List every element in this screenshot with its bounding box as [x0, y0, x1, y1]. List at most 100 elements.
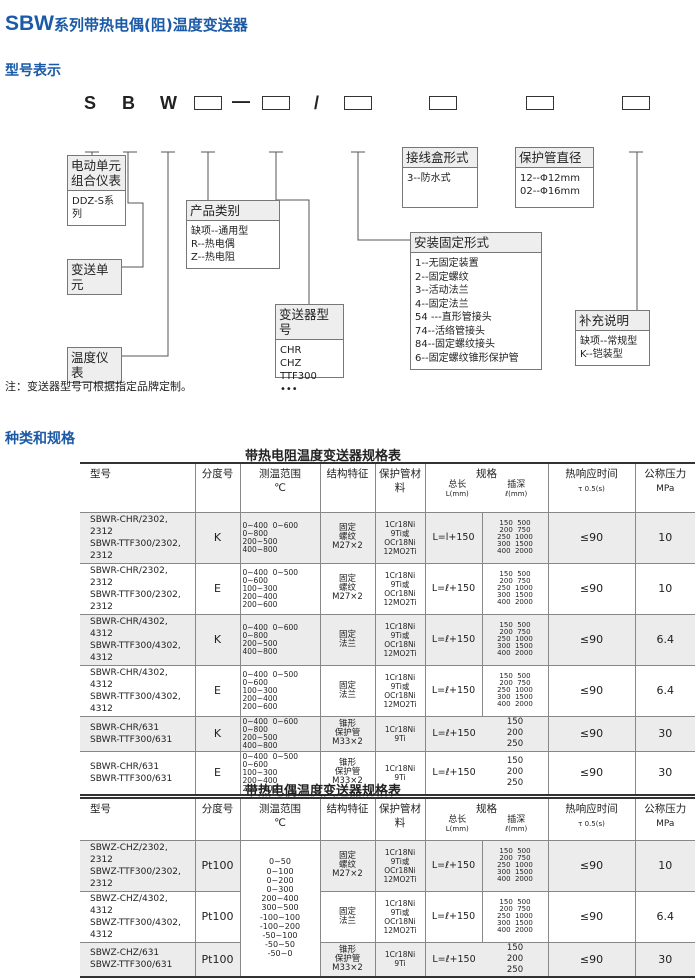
depth-cell: 400 2000	[497, 547, 533, 555]
grad-cell: Pt100	[194, 839, 240, 891]
range-cell: 200~400	[242, 775, 278, 785]
struct-cell: 固定	[338, 629, 356, 640]
range-cell: 100~300	[242, 685, 278, 695]
section-spec-heading: 种类和规格	[5, 431, 75, 447]
code-slot-transmitter	[262, 96, 290, 110]
header-range: 测温范围	[259, 468, 301, 480]
depth-cell: 400 2000	[497, 598, 533, 606]
header-total_unit: L(mm)	[445, 825, 469, 833]
model-cell: SBWZ-TTF300/4302, 4312	[90, 917, 181, 940]
response-cell: ≤90	[547, 890, 635, 942]
tube-cell: OCr18Ni	[384, 588, 416, 598]
range-cell: 200~500	[242, 638, 278, 648]
pressure-cell: 6.4	[634, 613, 695, 665]
tube-cell: 1Cr18Ni	[384, 898, 416, 908]
tube-cell: 1Cr18Ni	[384, 763, 416, 773]
section-model-heading: 型号表示	[5, 63, 61, 79]
struct-cell: 螺纹	[338, 532, 356, 542]
struct-cell: 固定	[338, 680, 356, 691]
box-supplement-header: 补充说明	[576, 311, 649, 331]
list-item: TTF300	[280, 371, 317, 382]
range-cell: 200~600	[242, 783, 278, 793]
tube-cell: 12MO2Ti	[383, 874, 417, 884]
depth-cell: 200 750	[499, 905, 531, 913]
depth-cell: 300 1500	[497, 642, 533, 650]
depth-cell: 300 1500	[497, 919, 533, 927]
length-cell: L=l+150	[424, 511, 482, 563]
depth-cell: 300 1500	[497, 693, 533, 701]
list-item: Z--热电阻	[191, 252, 235, 263]
tube-cell: 1Cr18Ni	[384, 950, 416, 959]
model-cell: SBWR-TTF300/4302, 4312	[90, 640, 181, 663]
model-cell: SBWZ-TTF300/631	[90, 960, 173, 970]
list-item: •••	[280, 384, 298, 395]
pressure-cell: 10	[634, 562, 695, 614]
depth-cell: 400 2000	[497, 700, 533, 708]
header-resp_unit: τ 0.5(s)	[578, 820, 605, 828]
model-cell: SBWZ-TTF300/2302, 2312	[90, 866, 181, 889]
header-range: 测温范围	[259, 803, 301, 815]
range-cell: 200~600	[242, 599, 278, 609]
model-cell: SBWR-TTF300/2302, 2312	[90, 589, 181, 612]
code-slot-junction	[429, 96, 457, 110]
list-item: 缺项--常规型	[580, 336, 638, 347]
grad-cell: K	[194, 613, 240, 665]
depth-cell: 150 500	[499, 672, 531, 680]
model-cell: SBWR-CHR/2302, 2312	[90, 514, 168, 537]
header-press_unit: MPa	[656, 819, 675, 829]
struct-cell: 固定	[338, 523, 356, 533]
range-cell: 400~800	[242, 740, 278, 750]
range-cell: 0~50	[269, 857, 291, 867]
depth-cell: 400 2000	[497, 649, 533, 657]
depth-cell: 200 750	[499, 628, 531, 636]
depth-cell: 150 500	[499, 847, 531, 855]
depth-cell: 150 500	[499, 570, 531, 578]
tube-cell: 9Ti	[394, 733, 406, 743]
response-cell: ≤90	[547, 613, 635, 665]
header-total: 总长	[448, 480, 467, 490]
struct-cell: 固定	[338, 574, 356, 584]
page-title: SBW系列带热电偶(阻)温度变送器	[5, 12, 248, 35]
length-cell: L=ℓ+150	[424, 562, 482, 614]
table1-title: 带热电阻温度变送器规格表	[245, 449, 402, 464]
depth-cell: 150 500	[499, 898, 531, 906]
struct-cell: 螺纹	[338, 860, 356, 870]
pressure-cell: 30	[634, 715, 695, 751]
depth-cell: 300 1500	[497, 540, 533, 548]
code-dash: —	[232, 91, 250, 111]
tube-cell: 12MO2Ti	[383, 597, 417, 607]
table2-title: 带热电偶温度变送器规格表	[245, 784, 402, 799]
header-resp: 热响应时间	[565, 803, 618, 815]
tube-cell: 12MO2Ti	[383, 546, 417, 556]
struct-cell: 锥形	[338, 758, 356, 768]
range-cell: 100~300	[242, 583, 278, 593]
list-item: 3--防水式	[407, 173, 451, 184]
header-resp_unit: τ 0.5(s)	[578, 485, 605, 493]
tube-cell: 9Ti或	[390, 856, 410, 866]
tube-cell: 9Ti或	[390, 579, 410, 589]
struct-cell: 法兰	[338, 915, 356, 926]
tube-cell: 1Cr18Ni	[384, 847, 416, 857]
header-press: 公称压力	[644, 803, 687, 815]
code-letter-w: W	[160, 93, 177, 113]
header-depth: 插深	[507, 815, 526, 825]
header-depth: 插深	[507, 480, 526, 490]
struct-cell: 保护管	[334, 728, 361, 738]
header-spec: 规格	[476, 803, 497, 815]
list-item: CHR	[280, 345, 302, 356]
range-cell: -100~100	[259, 912, 301, 922]
struct-cell: M33×2	[332, 737, 363, 747]
grad-cell: K	[194, 715, 240, 751]
range-cell: -50~50	[265, 940, 295, 950]
range-cell: 100~300	[242, 767, 278, 777]
response-cell: ≤90	[547, 839, 635, 891]
tube-cell: 12MO2Ti	[383, 925, 417, 935]
tube-cell: 9Ti或	[390, 681, 410, 691]
struct-cell: 固定	[338, 906, 356, 917]
depth-cell: 200	[506, 767, 524, 777]
list-item: 2--固定螺纹	[415, 271, 469, 283]
depth-cell: 250 1000	[497, 686, 533, 694]
